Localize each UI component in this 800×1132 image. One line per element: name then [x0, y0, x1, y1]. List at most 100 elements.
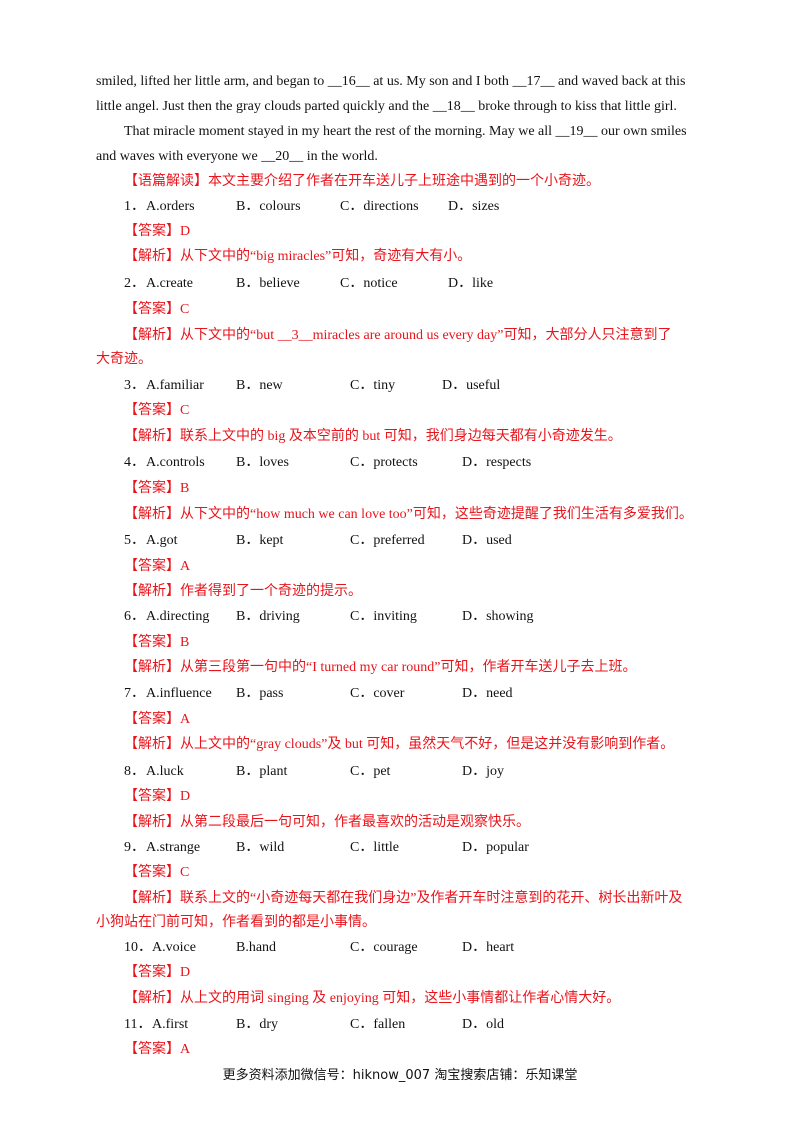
option-c: C．preferred	[350, 533, 425, 548]
option-d: D．useful	[442, 378, 501, 393]
option-b: B．dry	[236, 1017, 278, 1032]
analysis-9-cont: 小狗站在门前可知，作者看到的都是小事情。	[96, 915, 376, 930]
option-d: D．joy	[462, 764, 504, 779]
option-d: D．sizes	[448, 199, 500, 214]
option-c: C．little	[350, 840, 399, 855]
passage-line-2: little angel. Just then the gray clouds …	[96, 97, 708, 117]
passage-line-4: and waves with everyone we __20__ in the…	[96, 147, 708, 167]
option-b: B．colours	[236, 199, 301, 214]
blank-17: __17__	[512, 74, 555, 89]
answer-5: 【答案】A	[124, 559, 191, 574]
option-c: C．tiny	[350, 378, 396, 393]
answer-11: 【答案】A	[124, 1042, 191, 1057]
option-c: C．pet	[350, 764, 391, 779]
analysis-2-cont: 大奇迹。	[96, 352, 152, 367]
option-c: C．inviting	[350, 609, 417, 624]
option-c: C．directions	[340, 199, 419, 214]
analysis-1: 【解析】从下文中的“big miracles”可知，奇迹有大有小。	[124, 249, 472, 264]
option-b: B．believe	[236, 276, 300, 291]
analysis-6: 【解析】从第三段第一句中的“I turned my car round”可知，作…	[124, 660, 637, 675]
passage-text: and waved back at this	[554, 74, 686, 89]
option-c: C．fallen	[350, 1017, 406, 1032]
option-c: C．courage	[350, 940, 418, 955]
analysis-3: 【解析】联系上文中的 big 及本空前的 but 可知，我们身边每天都有小奇迹发…	[124, 429, 622, 444]
answer-4: 【答案】B	[124, 481, 190, 496]
blank-18: __18__	[432, 99, 475, 114]
option-a: A.directing	[146, 609, 210, 624]
option-b: B．pass	[236, 686, 284, 701]
option-a: A.orders	[146, 199, 195, 214]
passage-text: our own smiles	[597, 124, 687, 139]
option-b: B．wild	[236, 840, 285, 855]
passage-text: in the world.	[303, 149, 378, 164]
answer-9: 【答案】C	[124, 865, 190, 880]
analysis-8: 【解析】从第二段最后一句可知，作者最喜欢的活动是观察快乐。	[124, 815, 530, 830]
page-footer: 更多资料添加微信号：hiknow_007 淘宝搜索店铺：乐知课堂	[222, 1068, 578, 1083]
passage-text: and waves with everyone we	[96, 149, 262, 164]
passage-text: little angel. Just then the gray clouds …	[96, 99, 433, 114]
analysis-2: 【解析】从下文中的“but __3__miracles are around u…	[124, 328, 672, 343]
option-a: A.strange	[146, 840, 201, 855]
analysis-9: 【解析】联系上文的“小奇迹每天都在我们身边”及作者开车时注意到的花开、树长出新叶…	[124, 891, 683, 906]
answer-1: 【答案】D	[124, 224, 191, 239]
option-d: D．showing	[462, 609, 534, 624]
option-d: D．need	[462, 686, 513, 701]
option-a: A.influence	[146, 686, 212, 701]
analysis-5: 【解析】作者得到了一个奇迹的提示。	[124, 584, 362, 599]
option-d: D．popular	[462, 840, 529, 855]
option-a: A.luck	[146, 764, 184, 779]
option-d: D．respects	[462, 455, 532, 470]
option-c: C．cover	[350, 686, 405, 701]
option-a: A.create	[146, 276, 194, 291]
option-d: D．used	[462, 533, 512, 548]
answer-2: 【答案】C	[124, 302, 190, 317]
option-d: D．old	[462, 1017, 504, 1032]
answer-6: 【答案】B	[124, 635, 190, 650]
passage-text: broke through to kiss that little girl.	[474, 99, 677, 114]
option-c: C．notice	[340, 276, 398, 291]
analysis-4: 【解析】从下文中的“how much we can love too”可知，这些…	[124, 507, 693, 522]
option-b: B．kept	[236, 533, 284, 548]
option-a: A.got	[146, 533, 178, 548]
option-a: A.familiar	[146, 378, 204, 393]
option-c: C．protects	[350, 455, 418, 470]
answer-10: 【答案】D	[124, 965, 191, 980]
answer-8: 【答案】D	[124, 789, 191, 804]
option-b: B.hand	[236, 940, 277, 955]
passage-text: smiled, lifted her little arm, and began…	[96, 74, 328, 89]
passage-line-1: smiled, lifted her little arm, and began…	[96, 72, 708, 92]
passage-text: That miracle moment stayed in my heart t…	[124, 124, 556, 139]
option-d: D．heart	[462, 940, 515, 955]
passage-intro: 【语篇解读】本文主要介绍了作者在开车送儿子上班途中遇到的一个小奇迹。	[124, 174, 600, 189]
option-a: A.controls	[146, 455, 205, 470]
option-a: A.voice	[152, 940, 196, 955]
option-b: B．driving	[236, 609, 300, 624]
option-b: B．new	[236, 378, 283, 393]
option-d: D．like	[448, 276, 494, 291]
passage-text: at us. My son and I both	[369, 74, 513, 89]
option-b: B．loves	[236, 455, 289, 470]
blank-20: __20__	[261, 149, 304, 164]
blank-16: __16__	[327, 74, 370, 89]
blank-19: __19__	[555, 124, 598, 139]
option-b: B．plant	[236, 764, 288, 779]
answer-7: 【答案】A	[124, 712, 191, 727]
passage-line-3: That miracle moment stayed in my heart t…	[124, 122, 736, 142]
blank-3: __3__	[277, 328, 313, 343]
answer-3: 【答案】C	[124, 403, 190, 418]
analysis-7: 【解析】从上文中的“gray clouds”及 but 可知，虽然天气不好，但是…	[124, 737, 675, 752]
option-a: A.first	[152, 1017, 189, 1032]
analysis-10: 【解析】从上文的用词 singing 及 enjoying 可知，这些小事情都让…	[124, 991, 621, 1006]
